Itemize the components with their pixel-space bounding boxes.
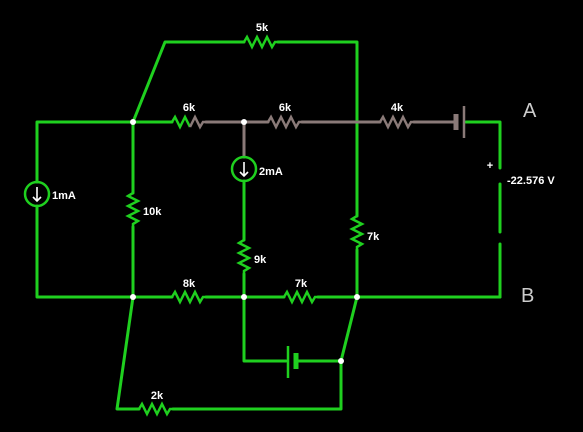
battery-bottom[interactable]	[286, 346, 299, 378]
resistor-6k-mid[interactable]: 6k	[266, 102, 302, 130]
terminal-a-label: A	[523, 100, 537, 122]
node-top-mid[interactable]	[241, 119, 247, 125]
wire-2k-loop-right	[171, 359, 343, 411]
current-source-1ma-label: 1mA	[52, 190, 76, 202]
voltmeter[interactable]: + -22.576 V	[487, 160, 556, 187]
current-source-2ma[interactable]: 2mA	[230, 155, 283, 183]
resistor-7k-right[interactable]: 7k	[349, 214, 380, 250]
resistor-9k-label: 9k	[254, 254, 267, 266]
resistor-10k-label: 10k	[143, 206, 162, 218]
green-wires	[35, 40, 502, 411]
terminal-b-label: B	[521, 285, 534, 307]
resistor-4k[interactable]: 4k	[378, 102, 414, 130]
resistor-10k[interactable]: 10k	[125, 191, 162, 227]
node-top-left[interactable]	[130, 119, 136, 125]
resistor-7k-bottom-label: 7k	[295, 278, 308, 290]
inactive-wires	[204, 120, 458, 159]
resistor-7k-right-label: 7k	[367, 231, 380, 243]
wire-top-right	[276, 40, 359, 218]
resistor-6k-left[interactable]: 6k	[170, 102, 206, 130]
resistor-7k-bottom[interactable]: 7k	[282, 278, 318, 305]
wire-left-loop-bottom	[35, 204, 135, 299]
node-bottom-mid[interactable]	[241, 294, 247, 300]
resistor-4k-label: 4k	[391, 102, 404, 114]
wire-battery-loop-left	[242, 295, 288, 363]
node-bottom-left[interactable]	[130, 294, 136, 300]
resistor-8k-label: 8k	[183, 278, 196, 290]
resistor-2k[interactable]: 2k	[137, 390, 173, 417]
current-source-2ma-label: 2mA	[259, 166, 283, 178]
wire-2k-loop-left	[115, 295, 141, 411]
junction-nodes	[130, 119, 360, 364]
battery-top[interactable]	[453, 106, 466, 138]
wire-top	[131, 40, 246, 124]
node-battery-right[interactable]	[338, 358, 344, 364]
resistor-9k[interactable]: 9k	[236, 238, 267, 274]
wire-battery-loop-right	[296, 295, 359, 363]
resistor-5k-label: 5k	[256, 22, 269, 34]
wire-left-loop	[35, 120, 135, 184]
current-source-1ma[interactable]: 1mA	[23, 180, 76, 208]
voltmeter-plus-sign: +	[487, 160, 493, 172]
wire-right-a	[464, 120, 502, 170]
node-bottom-right[interactable]	[354, 294, 360, 300]
resistor-6k-left-label: 6k	[183, 102, 196, 114]
resistor-8k[interactable]: 8k	[170, 278, 206, 305]
resistor-2k-label: 2k	[151, 390, 164, 402]
voltmeter-reading: -22.576 V	[507, 175, 555, 187]
resistor-5k[interactable]: 5k	[242, 22, 278, 50]
resistor-6k-mid-label: 6k	[279, 102, 292, 114]
